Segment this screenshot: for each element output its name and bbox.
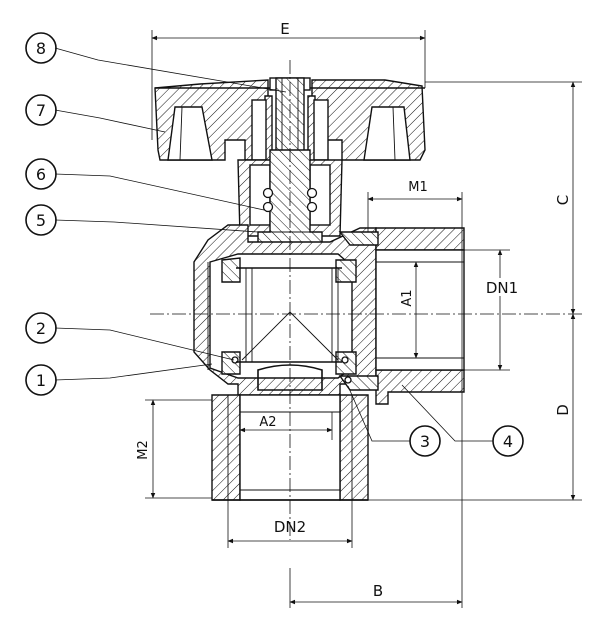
dim-label-dn1: DN1 [486, 279, 518, 297]
dimension-e: E [151, 20, 426, 140]
balloon-7: 7 [25, 94, 57, 126]
dimension-c-d: C D [368, 81, 582, 501]
o-rings [262, 187, 318, 213]
outlet-connector [338, 227, 465, 405]
dimension-dn2: DN2 [227, 500, 353, 548]
svg-text:6: 6 [36, 165, 46, 184]
dim-label-d: D [554, 404, 572, 416]
dim-label-b: B [373, 582, 383, 600]
svg-text:7: 7 [36, 101, 46, 120]
svg-text:2: 2 [36, 319, 46, 338]
balloon-1: 1 [25, 364, 57, 396]
dim-label-m2: M2 [136, 440, 151, 460]
balloon-8: 8 [25, 32, 57, 64]
seats [221, 257, 357, 375]
balloon-4: 4 [492, 425, 524, 457]
balloon-2: 2 [25, 312, 57, 344]
balloon-6: 6 [25, 158, 57, 190]
svg-text:3: 3 [420, 432, 430, 451]
dimension-a2: A2 [239, 412, 333, 440]
svg-text:5: 5 [36, 211, 46, 230]
svg-text:4: 4 [503, 432, 513, 451]
dimension-dn1: DN1 [464, 249, 522, 371]
dim-label-e: E [280, 20, 289, 38]
dimension-a1: A1 [376, 261, 424, 359]
balloon-5: 5 [25, 204, 57, 236]
dim-label-m1: M1 [408, 180, 428, 195]
svg-text:8: 8 [36, 39, 46, 58]
svg-text:1: 1 [36, 371, 46, 390]
balloon-3: 3 [409, 425, 441, 457]
dim-label-a1: A1 [400, 289, 415, 306]
balloon-leaders [54, 47, 493, 442]
center-lines [150, 60, 585, 540]
dim-label-c: C [554, 195, 572, 205]
dimension-m2: M2 [136, 399, 212, 499]
dimension-b: B [289, 568, 463, 608]
dim-label-dn2: DN2 [274, 518, 306, 536]
dim-label-a2: A2 [259, 415, 276, 430]
dimension-m1: M1 [367, 180, 463, 608]
